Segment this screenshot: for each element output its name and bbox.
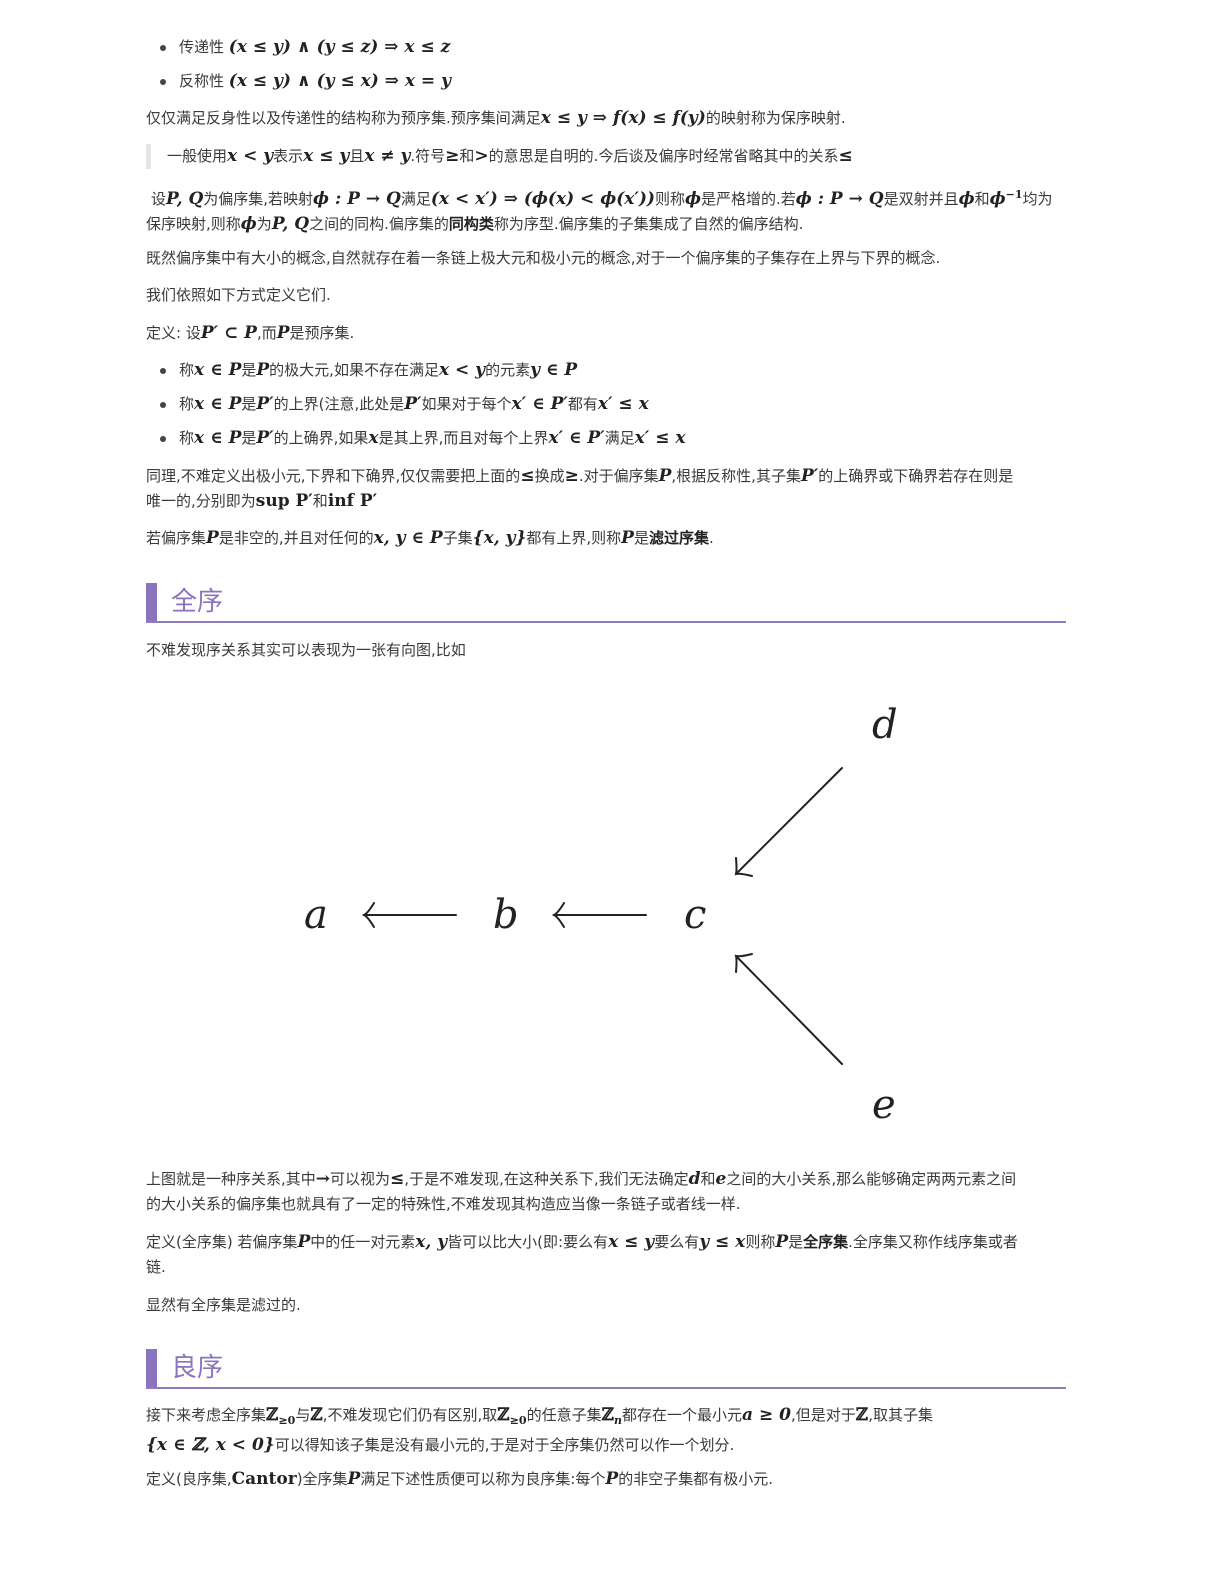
list-item: 传递性 (x ≤ y) ∧ (y ≤ z) ⇒ x ≤ z	[146, 35, 1066, 69]
list-item: 反称性 (x ≤ y) ∧ (y ≤ x) ⇒ x = y	[146, 69, 1066, 103]
order-axioms-list: 传递性 (x ≤ y) ∧ (y ≤ z) ⇒ x ≤ z 反称性 (x ≤ y…	[146, 35, 1066, 103]
note-blockquote: 一般使用x < y表示x ≤ y且x ≠ y.符号≥和>的意思是自明的.今后谈及…	[146, 144, 1067, 169]
section-heading-total-order: 全序	[146, 583, 1066, 623]
section-heading-well-order: 良序	[146, 1349, 1066, 1389]
definition-line: 定义: 设P′ ⊂ P,而P是预序集.	[146, 323, 355, 343]
arrow-e-to-c	[734, 953, 843, 1065]
preorder-paragraph: 仅仅满足反身性以及传递性的结构称为预序集.预序集间满足x ≤ y ⇒ f(x) …	[146, 108, 846, 128]
axiom-label: 传递性	[179, 38, 229, 56]
node-e: e	[872, 1082, 896, 1128]
heading-accent-bar	[146, 583, 157, 621]
arrow-d-to-c	[734, 767, 843, 877]
arrow-b-to-a	[361, 902, 457, 928]
arrow-c-to-b	[551, 902, 647, 928]
graph-intro: 不难发现序关系其实可以表现为一张有向图,比如	[146, 641, 466, 659]
filtered-set-paragraph: 若偏序集P是非空的,并且对任何的x, y ∈ P子集{x, y}都有上界,则称P…	[146, 528, 714, 548]
heading-title: 良序	[171, 1353, 224, 1383]
list-item: 称x ∈ P是P的极大元,如果不存在满足x < y的元素y ∈ P	[146, 358, 1066, 392]
list-item: 称x ∈ P是P′的上确界,如果x是其上界,而且对每个上界x′ ∈ P′满足x′…	[146, 426, 1066, 460]
axiom-label: 反称性	[179, 72, 229, 90]
define-intro: 我们依照如下方式定义它们.	[146, 286, 331, 304]
well-order-paragraph: 接下来考虑全序集ℤ≥0与ℤ,不难发现它们仍有区别,取ℤ≥0的任意子集ℤn都存在一…	[146, 1405, 933, 1455]
heading-title: 全序	[171, 587, 224, 617]
bounds-intro: 既然偏序集中有大小的概念,自然就存在着一条链上极大元和极小元的概念,对于一个偏序…	[146, 249, 941, 267]
total-filtered-remark: 显然有全序集是滤过的.	[146, 1296, 301, 1314]
well-order-definition: 定义(良序集,Cantor)全序集P满足下述性质便可以称为良序集:每个P的非空子…	[146, 1469, 773, 1489]
definition-list: 称x ∈ P是P的极大元,如果不存在满足x < y的元素y ∈ P 称x ∈ P…	[146, 358, 1066, 460]
math-expression: (x ≤ y) ∧ (y ≤ z) ⇒ x ≤ z	[228, 37, 451, 57]
node-c: c	[684, 892, 706, 938]
graph-explanation-paragraph: 上图就是一种序关系,其中→可以视为≤,于是不难发现,在这种关系下,我们无法确定d…	[146, 1169, 1017, 1213]
isomorphism-paragraph: 设P, Q为偏序集,若映射ϕ : P → Q满足(x < x′) ⇒ (ϕ(x)…	[146, 188, 1053, 234]
math-expression: (x ≤ y) ∧ (y ≤ x) ⇒ x = y	[228, 71, 451, 91]
node-b: b	[493, 892, 519, 938]
node-d: d	[872, 702, 898, 748]
list-item: 称x ∈ P是P′的上界(注意,此处是P′如果对于每个x′ ∈ P′都有x′ ≤…	[146, 392, 1066, 426]
order-graph-diagram: a b c d e	[304, 702, 898, 1128]
heading-accent-bar	[146, 1349, 157, 1387]
dual-paragraph: 同理,不难定义出极小元,下界和下确界,仅仅需要把上面的≤换成≥.对于偏序集P,根…	[146, 466, 1014, 511]
node-a: a	[304, 892, 328, 938]
total-order-definition: 定义(全序集) 若偏序集P中的任一对元素x, y皆可以比大小(即:要么有x ≤ …	[146, 1232, 1018, 1276]
